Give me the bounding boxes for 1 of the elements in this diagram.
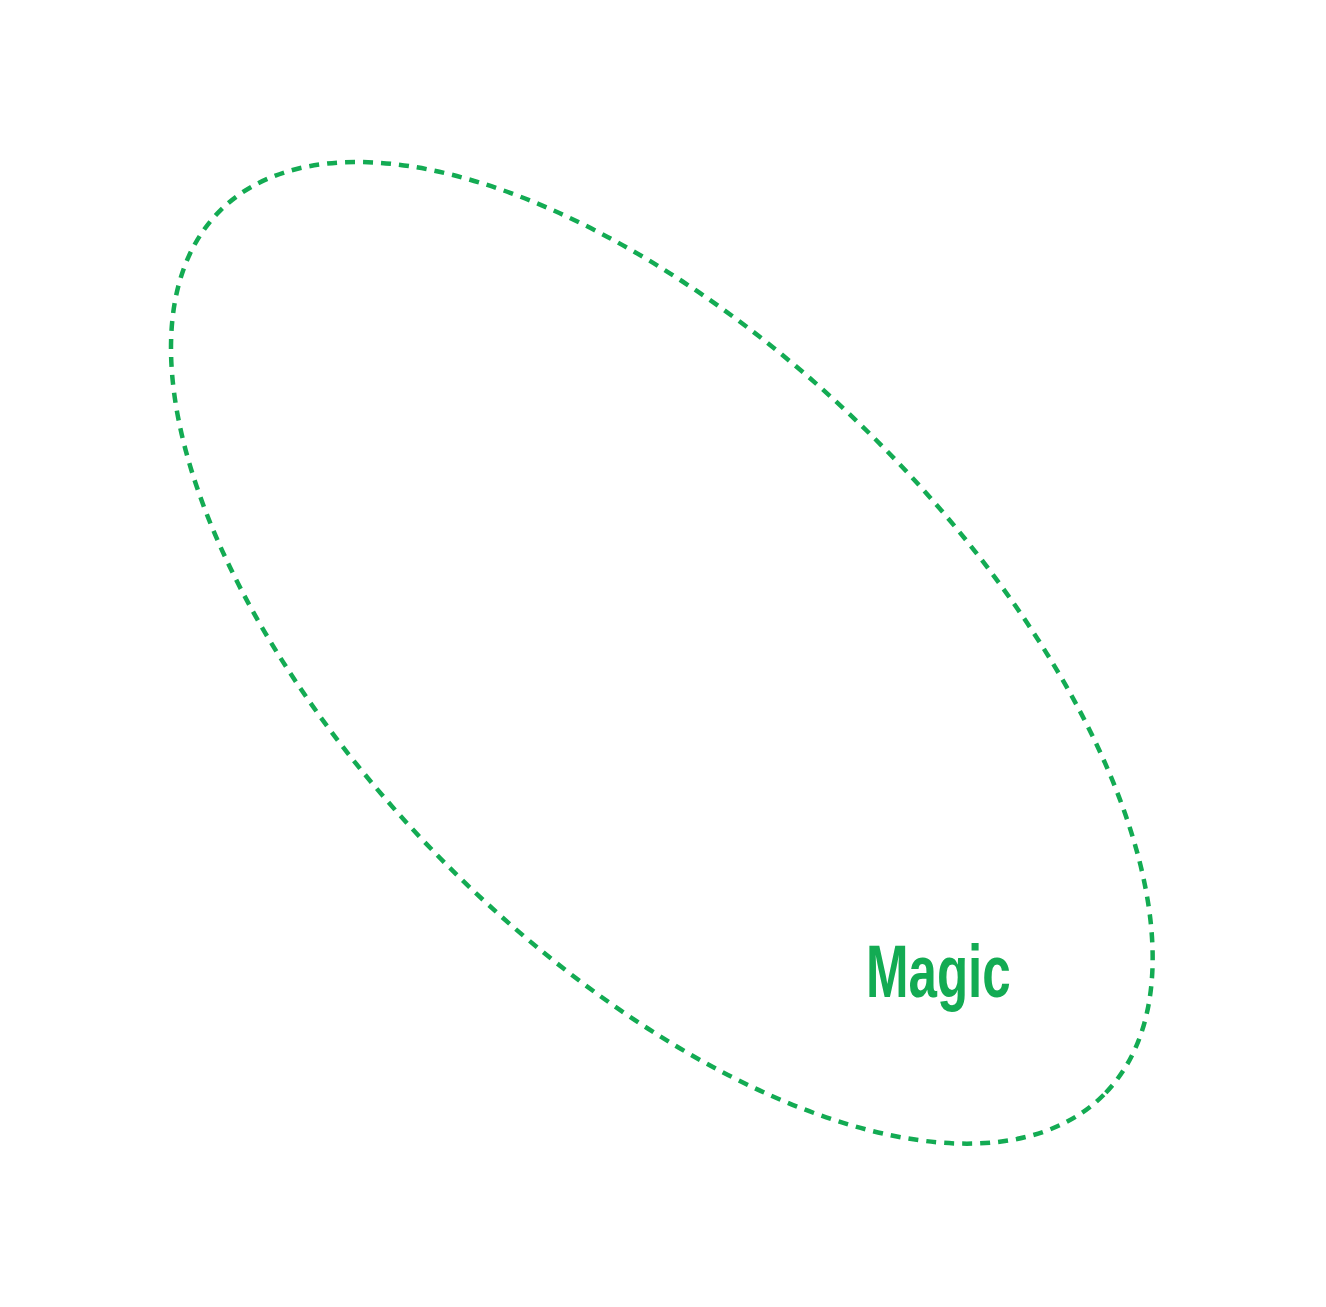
dashed-ellipse [171,162,1153,1144]
